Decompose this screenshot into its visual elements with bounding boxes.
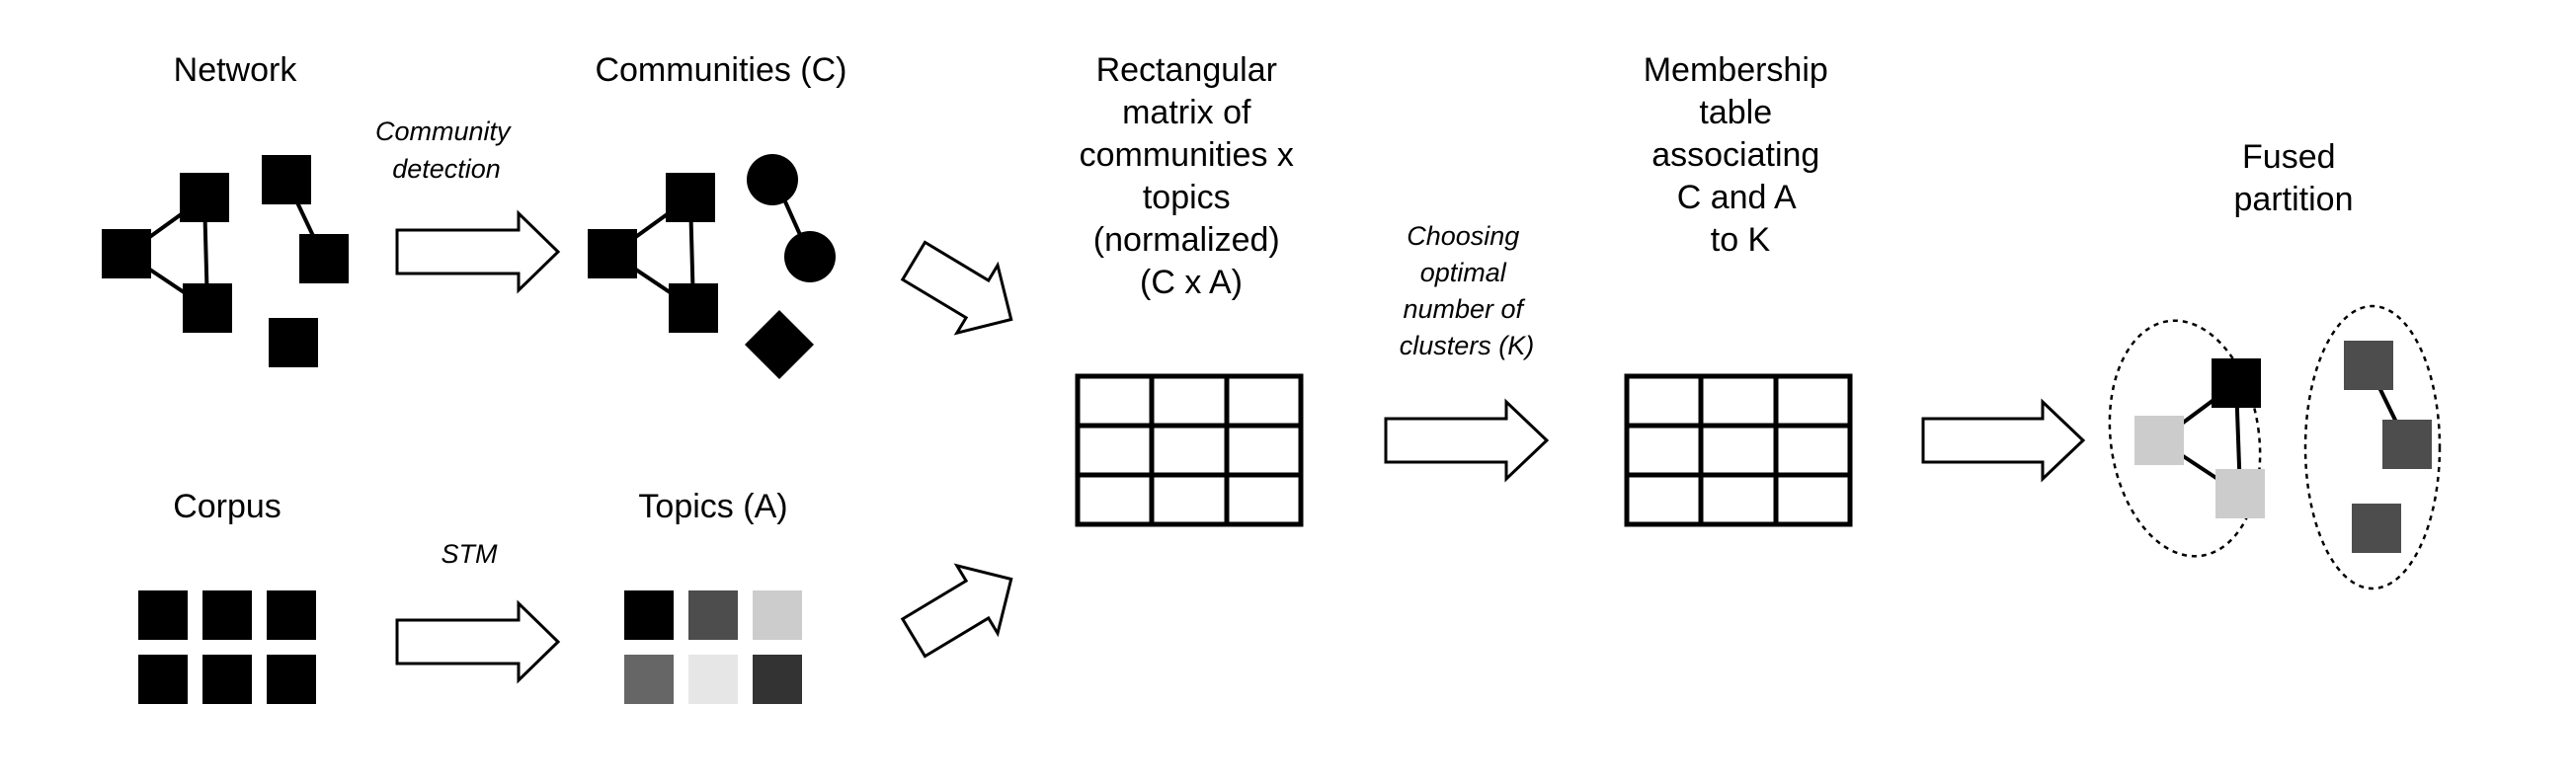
community-circle-node [784, 231, 836, 282]
fused-label: Fused partition [2234, 138, 2354, 218]
fused-node-light [2215, 469, 2265, 518]
community-square-node [669, 283, 718, 333]
stm-label: STM [442, 539, 499, 569]
topic-square [753, 655, 802, 704]
corpus-document [202, 655, 252, 704]
communities-label: Communities (C) [595, 51, 846, 89]
stm-arrow [395, 599, 561, 684]
communities-topics-matrix [1075, 373, 1304, 527]
corpus-document [267, 590, 316, 640]
fused-node-black [2212, 358, 2261, 408]
fused-node-dark [2344, 341, 2393, 390]
communities-graph [588, 154, 836, 379]
membership-label: Membership table associating C and A to … [1644, 51, 1838, 259]
network-node [183, 283, 232, 333]
fused-node-light [2134, 416, 2184, 465]
network-node [262, 155, 311, 204]
community-square-node [666, 173, 715, 222]
matrix-grid [1075, 373, 1304, 527]
corpus-document [138, 590, 188, 640]
topics-to-matrix-arrow [900, 563, 1013, 659]
matrix-label: Rectangular matrix of communities x topi… [1080, 51, 1304, 301]
membership-table [1624, 373, 1853, 527]
topic-square [624, 655, 674, 704]
community-square-node [588, 229, 637, 278]
network-label: Network [174, 51, 298, 89]
corpus-document [138, 655, 188, 704]
topic-square [624, 590, 674, 640]
choosing-k-arrow [1384, 398, 1550, 483]
fused-node-dark [2382, 420, 2432, 469]
corpus-grid [138, 590, 316, 704]
fused-partition [2108, 304, 2442, 590]
topic-square [753, 590, 802, 640]
communities-to-matrix-arrow [900, 240, 1013, 336]
community-diamond-node [745, 310, 814, 379]
topics-label: Topics (A) [638, 488, 787, 525]
membership-to-fused-arrow [1921, 398, 2086, 483]
topic-square [688, 590, 738, 640]
network-node [299, 234, 349, 283]
topic-square [688, 655, 738, 704]
fused-node-dark [2352, 504, 2401, 553]
membership-grid [1624, 373, 1853, 527]
community-detection-arrow [395, 209, 561, 294]
community-circle-node [747, 154, 798, 205]
network-node [269, 318, 318, 367]
network-node [102, 229, 151, 278]
corpus-document [202, 590, 252, 640]
network-node [180, 173, 229, 222]
corpus-document [267, 655, 316, 704]
community-detection-label: Community detection [375, 117, 518, 184]
choosing-k-label: Choosing optimal number of clusters (K) [1400, 221, 1535, 360]
fused-cluster-outline [2108, 319, 2262, 558]
corpus-label: Corpus [173, 488, 282, 525]
network-graph [102, 155, 349, 367]
topics-grid [624, 590, 802, 704]
fused-cluster-outline [2303, 304, 2442, 590]
